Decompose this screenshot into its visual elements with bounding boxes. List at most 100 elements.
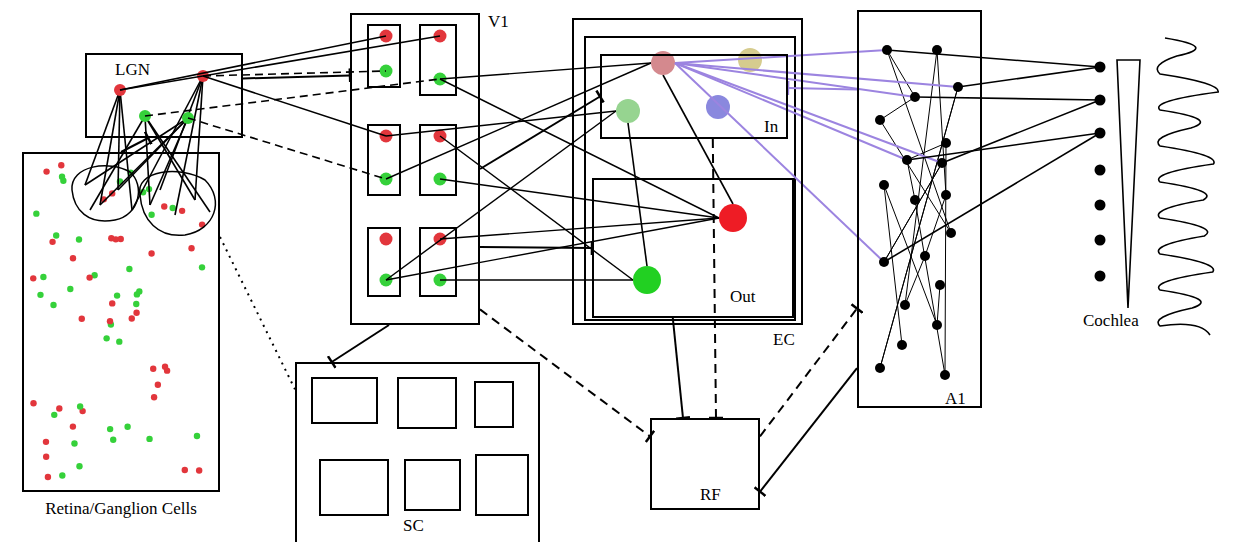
auditory-axon <box>675 63 884 262</box>
a1-cell <box>946 228 956 238</box>
hair-cell <box>1095 165 1106 176</box>
auditory-nerve <box>958 67 1100 87</box>
cochlea-shape <box>1117 60 1140 308</box>
ganglion-cell <box>182 467 188 473</box>
ec-cell <box>719 204 747 232</box>
retina-box: Retina/Ganglion Cells <box>22 152 220 492</box>
ganglion-cell <box>161 203 167 209</box>
ganglion-cell <box>124 423 130 429</box>
connector <box>480 309 650 436</box>
ganglion-cell <box>76 463 82 469</box>
sc-box <box>312 378 377 423</box>
local-link <box>880 87 958 368</box>
ganglion-cell <box>33 210 39 216</box>
axon <box>440 136 633 280</box>
connector <box>121 138 148 152</box>
sc-box <box>398 378 456 428</box>
column-box <box>368 228 400 296</box>
node-label: In <box>764 118 778 137</box>
ganglion-cell <box>162 363 168 369</box>
column-box <box>368 25 400 87</box>
a1-cell <box>920 251 930 261</box>
local-link <box>945 143 946 375</box>
ec-box: ECInOut <box>572 18 803 325</box>
ganglion-cell <box>188 245 194 251</box>
ganglion-cell <box>59 174 65 180</box>
auditory-axon <box>675 63 942 163</box>
axon <box>386 111 616 280</box>
node-label: Out <box>730 288 756 307</box>
node-label: Retina/Ganglion Cells <box>45 500 197 519</box>
axon <box>120 36 440 90</box>
connector <box>788 88 857 90</box>
connector <box>243 75 350 78</box>
connector <box>480 247 592 248</box>
node-label: V1 <box>488 13 509 32</box>
a1-cell <box>935 280 945 290</box>
ganglion-cell <box>148 212 154 218</box>
axon <box>118 118 188 190</box>
a1-cell <box>900 300 910 310</box>
node-label: RF <box>700 486 721 505</box>
local-link <box>937 285 940 325</box>
column-box <box>420 125 456 195</box>
connector <box>220 237 295 389</box>
local-link <box>880 120 951 233</box>
ganglion-cell <box>151 394 157 400</box>
ganglion-cell <box>199 264 205 270</box>
ganglion-cell <box>133 310 139 316</box>
local-link <box>880 87 958 368</box>
ganglion-cell <box>76 236 82 242</box>
ganglion-cell <box>43 439 49 445</box>
v1-cell <box>380 233 393 246</box>
sc-box <box>405 460 460 510</box>
ganglion-cell <box>56 405 62 411</box>
ganglion-cell <box>194 433 200 439</box>
ganglion-cell <box>103 335 109 341</box>
ganglion-cell <box>53 232 59 238</box>
local-link <box>905 50 937 305</box>
a1-cell <box>897 340 907 350</box>
waveform <box>1157 38 1218 335</box>
auditory-axon <box>675 63 915 97</box>
ganglion-cell <box>67 286 73 292</box>
ganglion-cell <box>58 162 64 168</box>
a1-cell <box>941 190 951 200</box>
ganglion-cell <box>40 274 46 280</box>
connector <box>760 368 857 491</box>
ganglion-cell <box>148 250 154 256</box>
ec-cell <box>706 95 730 119</box>
hair-cell <box>1095 235 1106 246</box>
ganglion-cell <box>43 454 49 460</box>
ganglion-cell <box>129 315 135 321</box>
ganglion-cell <box>133 301 139 307</box>
ec-in-box: In <box>600 54 788 139</box>
ec-inner-border <box>585 37 795 320</box>
node-label: LGN <box>115 61 150 80</box>
ganglion-cell <box>109 300 115 306</box>
local-link <box>925 195 946 256</box>
local-link <box>937 50 946 195</box>
ec-cell <box>633 266 661 294</box>
axon <box>386 218 719 280</box>
auditory-nerve <box>884 133 1100 262</box>
a1-cell <box>875 115 885 125</box>
ganglion-cell <box>196 467 202 473</box>
auditory-nerve <box>942 100 1100 163</box>
ganglion-cell <box>77 403 83 409</box>
connector <box>332 325 389 362</box>
axon <box>195 76 203 200</box>
ganglion-cell <box>70 255 76 261</box>
auditory-nerve <box>887 50 1100 67</box>
ganglion-cell <box>150 366 156 372</box>
ganglion-cell <box>43 168 49 174</box>
ganglion-cell <box>70 423 76 429</box>
ganglion-cell <box>49 239 55 245</box>
axon <box>132 76 203 210</box>
v1-box: V1 <box>350 13 480 325</box>
a1-cell <box>941 138 951 148</box>
axon <box>440 218 719 239</box>
